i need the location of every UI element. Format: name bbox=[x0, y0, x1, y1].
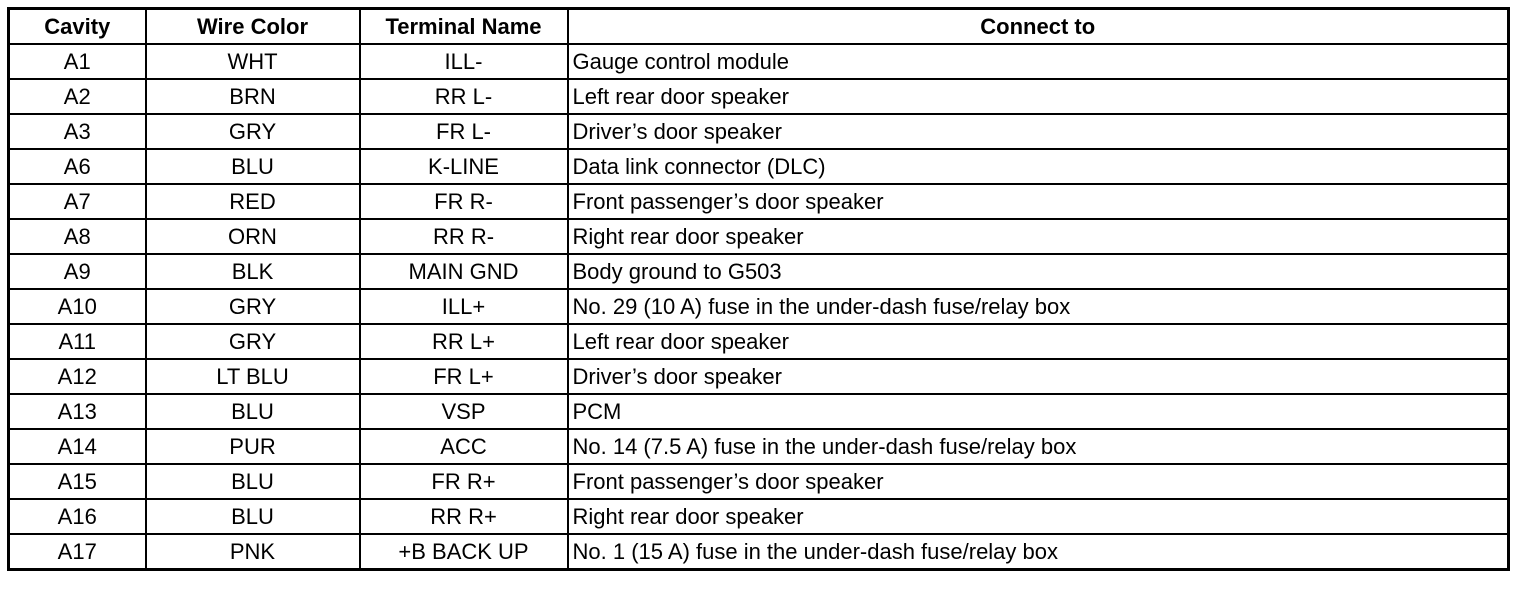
cell-wire-color: PUR bbox=[144, 428, 361, 465]
cell-wire-color: RED bbox=[144, 183, 361, 220]
cell-wire-color: BLU bbox=[144, 148, 361, 185]
table-row: A13 BLU VSP PCM bbox=[7, 393, 1510, 430]
cell-connect-to: No. 1 (15 A) fuse in the under-dash fuse… bbox=[566, 533, 1510, 571]
cell-wire-color: BLU bbox=[144, 498, 361, 535]
header-connect-to: Connect to bbox=[566, 7, 1510, 45]
cell-cavity: A2 bbox=[7, 78, 147, 115]
cell-cavity: A3 bbox=[7, 113, 147, 150]
header-cavity: Cavity bbox=[7, 7, 147, 45]
cell-wire-color: GRY bbox=[144, 288, 361, 325]
cell-cavity: A9 bbox=[7, 253, 147, 290]
table-row: A10 GRY ILL+ No. 29 (10 A) fuse in the u… bbox=[7, 288, 1510, 325]
cell-wire-color: BLU bbox=[144, 393, 361, 430]
cell-terminal-name: K-LINE bbox=[358, 148, 569, 185]
cell-terminal-name: VSP bbox=[358, 393, 569, 430]
pinout-table-container: Cavity Wire Color Terminal Name Connect … bbox=[7, 7, 1510, 571]
table-row: A16 BLU RR R+ Right rear door speaker bbox=[7, 498, 1510, 535]
table-row: A3 GRY FR L- Driver’s door speaker bbox=[7, 113, 1510, 150]
cell-cavity: A1 bbox=[7, 43, 147, 80]
cell-connect-to: Body ground to G503 bbox=[566, 253, 1510, 290]
cell-wire-color: GRY bbox=[144, 113, 361, 150]
cell-connect-to: Front passenger’s door speaker bbox=[566, 463, 1510, 500]
cell-wire-color: GRY bbox=[144, 323, 361, 360]
table-row: A6 BLU K-LINE Data link connector (DLC) bbox=[7, 148, 1510, 185]
cell-cavity: A6 bbox=[7, 148, 147, 185]
cell-terminal-name: +B BACK UP bbox=[358, 533, 569, 571]
table-row: A14 PUR ACC No. 14 (7.5 A) fuse in the u… bbox=[7, 428, 1510, 465]
cell-terminal-name: FR L+ bbox=[358, 358, 569, 395]
header-wire-color: Wire Color bbox=[144, 7, 361, 45]
cell-cavity: A13 bbox=[7, 393, 147, 430]
cell-wire-color: BLU bbox=[144, 463, 361, 500]
table-row: A7 RED FR R- Front passenger’s door spea… bbox=[7, 183, 1510, 220]
cell-terminal-name: MAIN GND bbox=[358, 253, 569, 290]
cell-connect-to: Driver’s door speaker bbox=[566, 358, 1510, 395]
table-header-row: Cavity Wire Color Terminal Name Connect … bbox=[7, 7, 1510, 45]
cell-terminal-name: RR R+ bbox=[358, 498, 569, 535]
cell-connect-to: No. 29 (10 A) fuse in the under-dash fus… bbox=[566, 288, 1510, 325]
cell-terminal-name: ACC bbox=[358, 428, 569, 465]
cell-wire-color: PNK bbox=[144, 533, 361, 571]
table-row: A8 ORN RR R- Right rear door speaker bbox=[7, 218, 1510, 255]
cell-connect-to: Gauge control module bbox=[566, 43, 1510, 80]
cell-terminal-name: ILL- bbox=[358, 43, 569, 80]
table-row: A2 BRN RR L- Left rear door speaker bbox=[7, 78, 1510, 115]
cell-cavity: A14 bbox=[7, 428, 147, 465]
cell-connect-to: PCM bbox=[566, 393, 1510, 430]
table-row: A12 LT BLU FR L+ Driver’s door speaker bbox=[7, 358, 1510, 395]
table-row: A11 GRY RR L+ Left rear door speaker bbox=[7, 323, 1510, 360]
cell-cavity: A12 bbox=[7, 358, 147, 395]
cell-wire-color: BLK bbox=[144, 253, 361, 290]
cell-terminal-name: FR L- bbox=[358, 113, 569, 150]
cell-cavity: A7 bbox=[7, 183, 147, 220]
cell-wire-color: BRN bbox=[144, 78, 361, 115]
cell-cavity: A17 bbox=[7, 533, 147, 571]
header-terminal-name: Terminal Name bbox=[358, 7, 569, 45]
cell-cavity: A8 bbox=[7, 218, 147, 255]
cell-terminal-name: RR R- bbox=[358, 218, 569, 255]
table-row: A15 BLU FR R+ Front passenger’s door spe… bbox=[7, 463, 1510, 500]
cell-connect-to: Front passenger’s door speaker bbox=[566, 183, 1510, 220]
cell-terminal-name: ILL+ bbox=[358, 288, 569, 325]
cell-terminal-name: FR R+ bbox=[358, 463, 569, 500]
table-row: A1 WHT ILL- Gauge control module bbox=[7, 43, 1510, 80]
table-row: A17 PNK +B BACK UP No. 1 (15 A) fuse in … bbox=[7, 533, 1510, 571]
cell-connect-to: Driver’s door speaker bbox=[566, 113, 1510, 150]
cell-connect-to: Right rear door speaker bbox=[566, 218, 1510, 255]
cell-wire-color: ORN bbox=[144, 218, 361, 255]
cell-cavity: A16 bbox=[7, 498, 147, 535]
cell-connect-to: Right rear door speaker bbox=[566, 498, 1510, 535]
cell-cavity: A15 bbox=[7, 463, 147, 500]
cell-terminal-name: FR R- bbox=[358, 183, 569, 220]
cell-terminal-name: RR L+ bbox=[358, 323, 569, 360]
cell-wire-color: LT BLU bbox=[144, 358, 361, 395]
cell-terminal-name: RR L- bbox=[358, 78, 569, 115]
connector-pinout-table: Cavity Wire Color Terminal Name Connect … bbox=[7, 7, 1510, 571]
cell-connect-to: Left rear door speaker bbox=[566, 323, 1510, 360]
cell-connect-to: Left rear door speaker bbox=[566, 78, 1510, 115]
table-row: A9 BLK MAIN GND Body ground to G503 bbox=[7, 253, 1510, 290]
cell-connect-to: Data link connector (DLC) bbox=[566, 148, 1510, 185]
cell-connect-to: No. 14 (7.5 A) fuse in the under-dash fu… bbox=[566, 428, 1510, 465]
cell-cavity: A10 bbox=[7, 288, 147, 325]
cell-cavity: A11 bbox=[7, 323, 147, 360]
cell-wire-color: WHT bbox=[144, 43, 361, 80]
